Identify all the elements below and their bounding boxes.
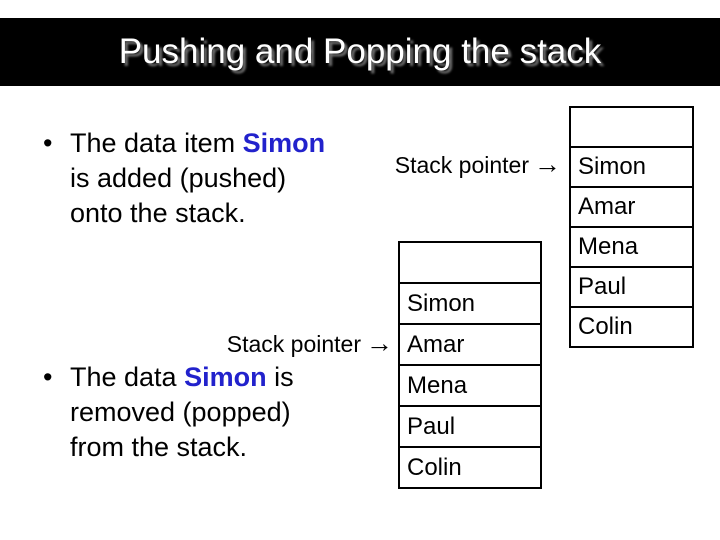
stack-cell: Amar	[400, 325, 540, 366]
stack-pointer-pushed: Stack pointer→	[395, 149, 561, 180]
stack-cell: Paul	[400, 407, 540, 448]
bullet-dot-icon: •	[43, 362, 53, 392]
stack-pointer-label: Stack pointer	[226, 331, 361, 357]
bullet-dot-icon: •	[43, 128, 53, 158]
bullet-line: from the stack.	[70, 432, 248, 462]
stack-cell: Colin	[578, 313, 633, 340]
bullet-popped-text: The data Simon is removed (popped) from th…	[70, 360, 294, 465]
stack-cell: Mena	[400, 366, 540, 407]
stack-cell: Colin	[407, 453, 462, 481]
bullet-line: The data Simon is	[70, 362, 294, 392]
title-bar: Pushing and Popping the stack	[0, 18, 720, 86]
stack-cell	[571, 108, 692, 148]
stack-cell: Mena	[571, 228, 692, 268]
bullet-line: The data item Simon	[70, 128, 326, 158]
stack-cell: Amar	[571, 188, 692, 228]
bullet-line: removed (popped)	[70, 397, 291, 427]
stack-pointer-label: Stack pointer	[394, 152, 529, 178]
bullet-line: onto the stack.	[70, 198, 246, 228]
bullet-pushed-text: The data item Simon is added (pushed) onto…	[70, 126, 325, 231]
bullet-popped: • The data Simon is removed (popped) from …	[40, 360, 294, 465]
stack-pointer-popped: Stack pointer→	[227, 328, 393, 359]
highlighted-data-item: Simon	[242, 128, 326, 158]
highlighted-data-item: Simon	[184, 362, 267, 392]
right-arrow-icon: →	[366, 328, 393, 358]
stack-cell	[400, 243, 540, 284]
stack-cell: Simon	[400, 284, 540, 325]
bullet-pushed: • The data item Simon is added (pushed) on…	[40, 126, 325, 231]
right-arrow-icon: →	[534, 149, 561, 179]
slide-title: Pushing and Popping the stack	[118, 32, 602, 71]
stack-cell: Paul	[571, 268, 692, 308]
stack-cell: Simon	[571, 148, 692, 188]
bullet-line: is added (pushed)	[70, 163, 287, 193]
